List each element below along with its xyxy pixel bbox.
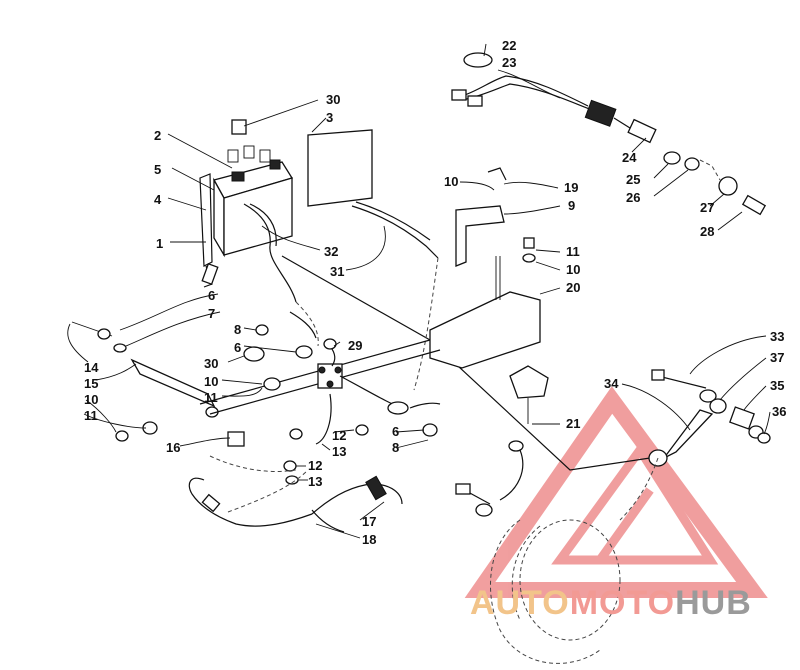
- label-25: 25: [626, 172, 640, 187]
- label-35: 35: [770, 378, 784, 393]
- label-7: 7: [208, 306, 215, 321]
- switch-hardware: [663, 151, 767, 216]
- solenoid: [243, 311, 441, 485]
- label-29: 29: [348, 338, 362, 353]
- label-20: 20: [566, 280, 580, 295]
- label-4: 4: [154, 192, 162, 207]
- label-15: 15: [84, 376, 98, 391]
- starter-lever: [619, 369, 771, 521]
- watermark-wordmark: AUTOMOTOHUB: [470, 584, 752, 623]
- label-36: 36: [772, 404, 786, 419]
- label-6-left: 6: [208, 288, 215, 303]
- label-5: 5: [154, 162, 161, 177]
- label-34: 34: [604, 376, 619, 391]
- label-19: 19: [564, 180, 578, 195]
- battery-cables: [243, 201, 651, 471]
- label-24: 24: [622, 150, 637, 165]
- label-23: 23: [502, 55, 516, 70]
- label-30-top: 30: [326, 92, 340, 107]
- label-1: 1: [156, 236, 163, 251]
- label-6-mid: 6: [234, 340, 241, 355]
- label-31: 31: [330, 264, 344, 279]
- label-32: 32: [324, 244, 338, 259]
- label-10-right: 10: [566, 262, 580, 277]
- label-11-mid: 11: [204, 390, 218, 405]
- label-2: 2: [154, 128, 161, 143]
- label-13-lower: 13: [308, 474, 322, 489]
- label-27: 27: [700, 200, 714, 215]
- label-11-right: 11: [566, 244, 580, 259]
- cross-bar: [71, 321, 441, 447]
- label-12-lower: 12: [308, 458, 322, 473]
- label-37: 37: [770, 350, 784, 365]
- wire-harness: [451, 52, 657, 144]
- lower-cables: [188, 455, 403, 533]
- label-12-upper: 12: [332, 428, 346, 443]
- mounting-bracket: [429, 167, 549, 424]
- leader-lines: [67, 43, 771, 539]
- label-18: 18: [362, 532, 376, 547]
- starter-motor-outline: [490, 519, 621, 664]
- label-9: 9: [568, 198, 575, 213]
- battery: [213, 119, 294, 258]
- watermark-logo: [464, 386, 768, 598]
- label-10-top: 10: [444, 174, 458, 189]
- watermark-moto: MOTO: [569, 584, 676, 622]
- label-30-mid: 30: [204, 356, 218, 371]
- label-26: 26: [626, 190, 640, 205]
- label-11-left: 11: [84, 408, 98, 423]
- label-6-right: 6: [392, 424, 399, 439]
- label-13-upper: 13: [332, 444, 346, 459]
- label-21: 21: [566, 416, 580, 431]
- label-10-mid: 10: [204, 374, 218, 389]
- label-8-right: 8: [392, 440, 399, 455]
- label-3: 3: [326, 110, 333, 125]
- label-28: 28: [700, 224, 714, 239]
- label-8-left: 8: [234, 322, 241, 337]
- label-33: 33: [770, 329, 784, 344]
- label-16: 16: [166, 440, 180, 455]
- ground-cable: [455, 440, 524, 517]
- battery-cover: [307, 129, 373, 207]
- watermark-auto: AUTO: [470, 584, 570, 622]
- battery-box: [199, 173, 219, 288]
- label-22: 22: [502, 38, 516, 53]
- watermark-hub: HUB: [675, 584, 752, 622]
- label-14: 14: [84, 360, 99, 375]
- part-labels: 30 3 2 5 4 1 32 31 22 23 24 25 26 27 28 …: [84, 38, 786, 547]
- label-17: 17: [362, 514, 376, 529]
- label-10-left: 10: [84, 392, 98, 407]
